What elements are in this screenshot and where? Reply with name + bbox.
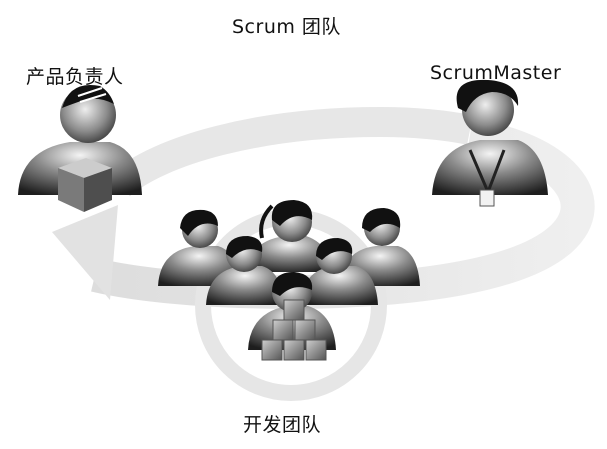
scrum-master-label: ScrumMaster [430,62,562,84]
team-title: Scrum 团队 [232,16,341,38]
person-with-whistle-icon [432,79,548,207]
dev-team-label: 开发团队 [243,414,322,436]
team-group-icon [158,200,420,361]
person-with-box-icon [18,84,142,212]
product-owner-label: 产品负责人 [26,66,124,88]
